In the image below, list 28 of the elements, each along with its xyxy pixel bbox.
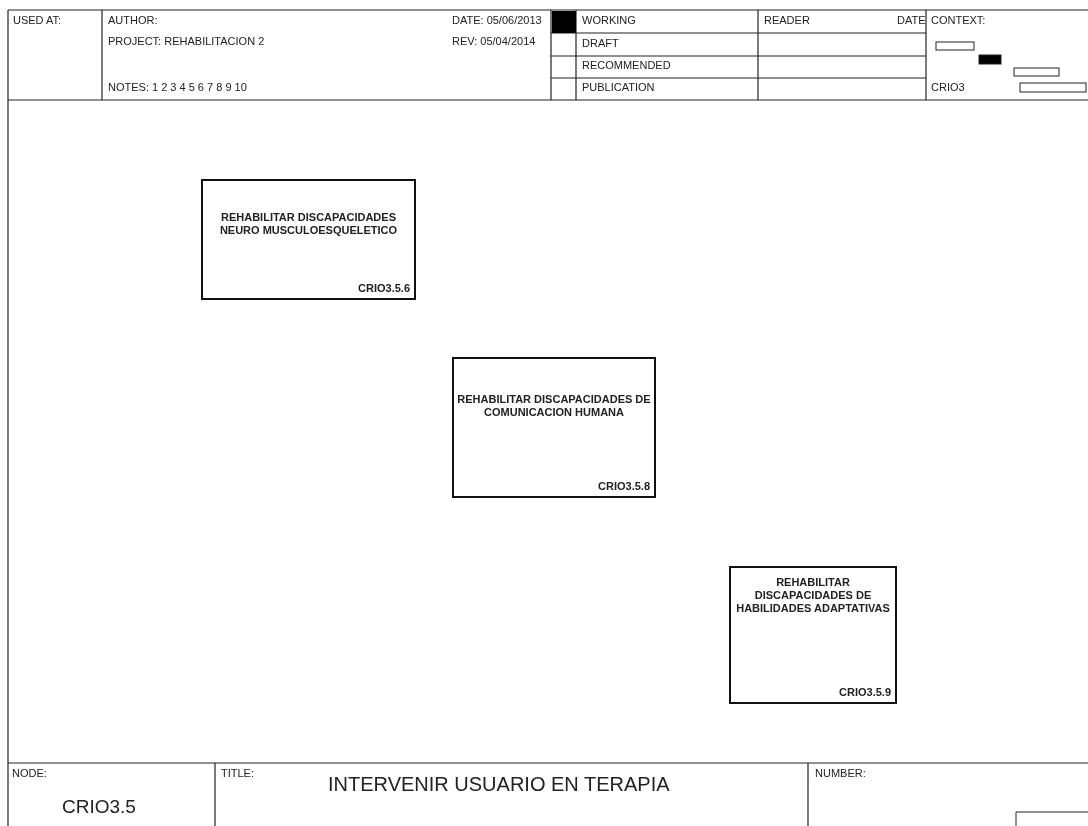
- form-field-label: NOTES: 1 2 3 4 5 6 7 8 9 10: [108, 81, 247, 94]
- form-field-label: WORKING: [582, 14, 636, 27]
- activity-box: [452, 357, 656, 498]
- activity-name: REHABILITAR DISCAPACIDADES NEURO MUSCULOESQUELETICO: [218, 211, 399, 237]
- diagram-title: INTERVENIR USUARIO EN TERAPIA: [328, 773, 670, 796]
- activity-code: CRIO3.5.8: [598, 480, 650, 492]
- form-field-label: PUBLICATION: [582, 81, 655, 94]
- form-field-label: USED AT:: [13, 14, 62, 27]
- form-field-label: DRAFT: [582, 37, 619, 50]
- form-field-label: CONTEXT:: [931, 14, 986, 27]
- form-field-label: READER: [764, 14, 810, 27]
- activity-name: REHABILITAR DISCAPACIDADES DE COMUNICACION HUMANA: [456, 393, 652, 419]
- form-field-label: DATE: 05/06/2013: [452, 14, 542, 27]
- form-field-label: NODE:: [12, 767, 47, 780]
- activity-name: REHABILITAR DISCAPACIDADES DE HABILIDADES ADAPTATIVAS: [735, 576, 891, 615]
- form-field-label: AUTHOR:: [108, 14, 158, 27]
- form-field-label: CRIO3: [931, 81, 965, 94]
- form-field-label: RECOMMENDED: [582, 59, 671, 72]
- activity-code: CRIO3.5.6: [358, 282, 410, 294]
- node-number: CRIO3.5: [62, 796, 136, 818]
- form-field-label: REV: 05/04/2014: [452, 35, 536, 48]
- form-field-label: PROJECT: REHABILITACION 2: [108, 35, 265, 48]
- form-field-label: NUMBER:: [815, 767, 866, 780]
- form-field-label: DATE: [897, 14, 926, 27]
- activity-box: [729, 566, 897, 704]
- activity-box: [201, 179, 416, 300]
- form-field-label: TITLE:: [221, 767, 254, 780]
- activity-code: CRIO3.5.9: [839, 686, 891, 698]
